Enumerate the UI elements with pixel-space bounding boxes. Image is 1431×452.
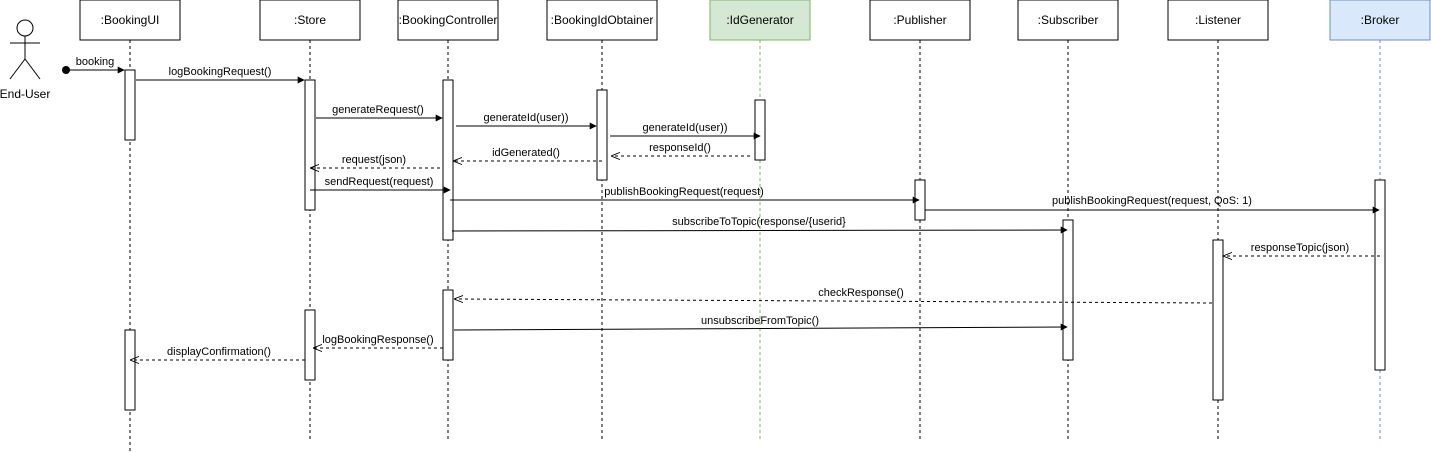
message-14: checkResponse() bbox=[455, 287, 1213, 304]
message-label: responseId() bbox=[649, 142, 711, 154]
activation-bar-bookingui bbox=[124, 69, 136, 141]
activation-bar-listener bbox=[1212, 239, 1224, 401]
message-11: publishBookingRequest(request, QoS: 1) bbox=[925, 195, 1380, 214]
end-user-actor: End-User bbox=[0, 19, 50, 101]
message-7: idGenerated() bbox=[454, 147, 602, 161]
activation-bar-store bbox=[304, 309, 316, 381]
message-13: responseTopic(json) bbox=[1224, 242, 1380, 256]
participant-label: :Subscriber bbox=[1038, 13, 1099, 27]
message-5: generateId(user)) bbox=[610, 122, 761, 140]
message-label: logBookingRequest() bbox=[169, 66, 272, 78]
message-label: publishBookingRequest(request, QoS: 1) bbox=[1052, 195, 1252, 207]
participant-idgenerator: :IdGenerator bbox=[709, 0, 811, 41]
participant-bookingidobtainer: :BookingIdObtainer bbox=[546, 0, 658, 41]
participant-label: :Publisher bbox=[893, 13, 946, 27]
participant-box bbox=[259, 0, 361, 41]
participant-box bbox=[79, 0, 181, 41]
participant-label: :BookingController bbox=[399, 13, 498, 27]
participant-label: :BookingIdObtainer bbox=[551, 13, 654, 27]
activation-bar-bookingidobtainer bbox=[596, 89, 608, 181]
actor-right-leg bbox=[24, 58, 41, 80]
participant-box bbox=[546, 0, 658, 41]
participant-label: :Broker bbox=[1361, 13, 1400, 27]
message-3: generateRequest() bbox=[316, 104, 443, 122]
message-9: sendRequest(request) bbox=[310, 176, 451, 194]
message-label: generateRequest() bbox=[332, 104, 424, 116]
message-label: checkResponse() bbox=[818, 287, 904, 299]
actor-label: End-User bbox=[0, 87, 50, 101]
message-2: logBookingRequest() bbox=[136, 66, 305, 84]
activation-bar-bookingui bbox=[124, 329, 136, 411]
participant-bookingui: :BookingUI bbox=[79, 0, 181, 41]
participant-bookingcontroller: :BookingController bbox=[397, 0, 499, 41]
message-label: responseTopic(json) bbox=[1251, 242, 1349, 254]
actor-left-leg bbox=[9, 58, 26, 80]
participant-publisher: :Publisher bbox=[869, 0, 971, 41]
participant-box bbox=[869, 0, 971, 41]
participant-box bbox=[709, 0, 811, 41]
message-label: logBookingResponse() bbox=[322, 334, 433, 346]
participant-broker: :Broker bbox=[1329, 0, 1431, 41]
message-label: publishBookingRequest(request) bbox=[604, 186, 764, 198]
activation-bar-idgenerator bbox=[754, 99, 766, 161]
message-label: sendRequest(request) bbox=[325, 176, 434, 188]
activation-bar-broker bbox=[1374, 179, 1386, 371]
message-label: idGenerated() bbox=[492, 147, 560, 159]
call-arrow bbox=[451, 226, 1068, 234]
participant-box bbox=[1167, 0, 1269, 41]
message-16: logBookingResponse() bbox=[314, 334, 443, 348]
message-1: booking bbox=[62, 56, 125, 74]
participant-label: :BookingUI bbox=[101, 13, 160, 27]
message-17: displayConfirmation() bbox=[131, 346, 305, 360]
participant-box bbox=[1017, 0, 1119, 41]
message-4: generateId(user)) bbox=[456, 112, 597, 130]
message-15: unsubscribeFromTopic() bbox=[453, 315, 1068, 331]
activation-bar-bookingcontroller bbox=[442, 79, 454, 241]
participant-box bbox=[1329, 0, 1431, 41]
participant-label: :Store bbox=[294, 13, 326, 27]
message-label: unsubscribeFromTopic() bbox=[701, 315, 819, 327]
message-label: request(json) bbox=[342, 154, 406, 166]
activation-bar-store bbox=[304, 79, 316, 211]
found-message-dot bbox=[62, 66, 70, 74]
message-12: subscribeToTopic(response/{userid} bbox=[451, 216, 1068, 234]
message-label: booking bbox=[76, 56, 115, 68]
message-label: displayConfirmation() bbox=[167, 346, 271, 358]
call-arrow bbox=[453, 323, 1068, 331]
participant-box bbox=[397, 0, 499, 41]
actor-head bbox=[16, 19, 34, 37]
participant-listener: :Listener bbox=[1167, 0, 1269, 41]
message-label: subscribeToTopic(response/{userid} bbox=[672, 216, 846, 228]
participant-label: :Listener bbox=[1195, 13, 1241, 27]
participant-subscriber: :Subscriber bbox=[1017, 0, 1119, 41]
message-label: generateId(user)) bbox=[643, 122, 728, 134]
message-8: request(json) bbox=[311, 154, 440, 168]
message-10: publishBookingRequest(request) bbox=[450, 186, 920, 204]
return-arrow bbox=[455, 299, 1213, 304]
activation-bar-subscriber bbox=[1062, 219, 1074, 361]
activation-bar-bookingcontroller bbox=[442, 289, 454, 361]
message-6: responseId() bbox=[612, 142, 750, 156]
participant-store: :Store bbox=[259, 0, 361, 41]
participant-label: :IdGenerator bbox=[726, 13, 793, 27]
message-label: generateId(user)) bbox=[484, 112, 569, 124]
